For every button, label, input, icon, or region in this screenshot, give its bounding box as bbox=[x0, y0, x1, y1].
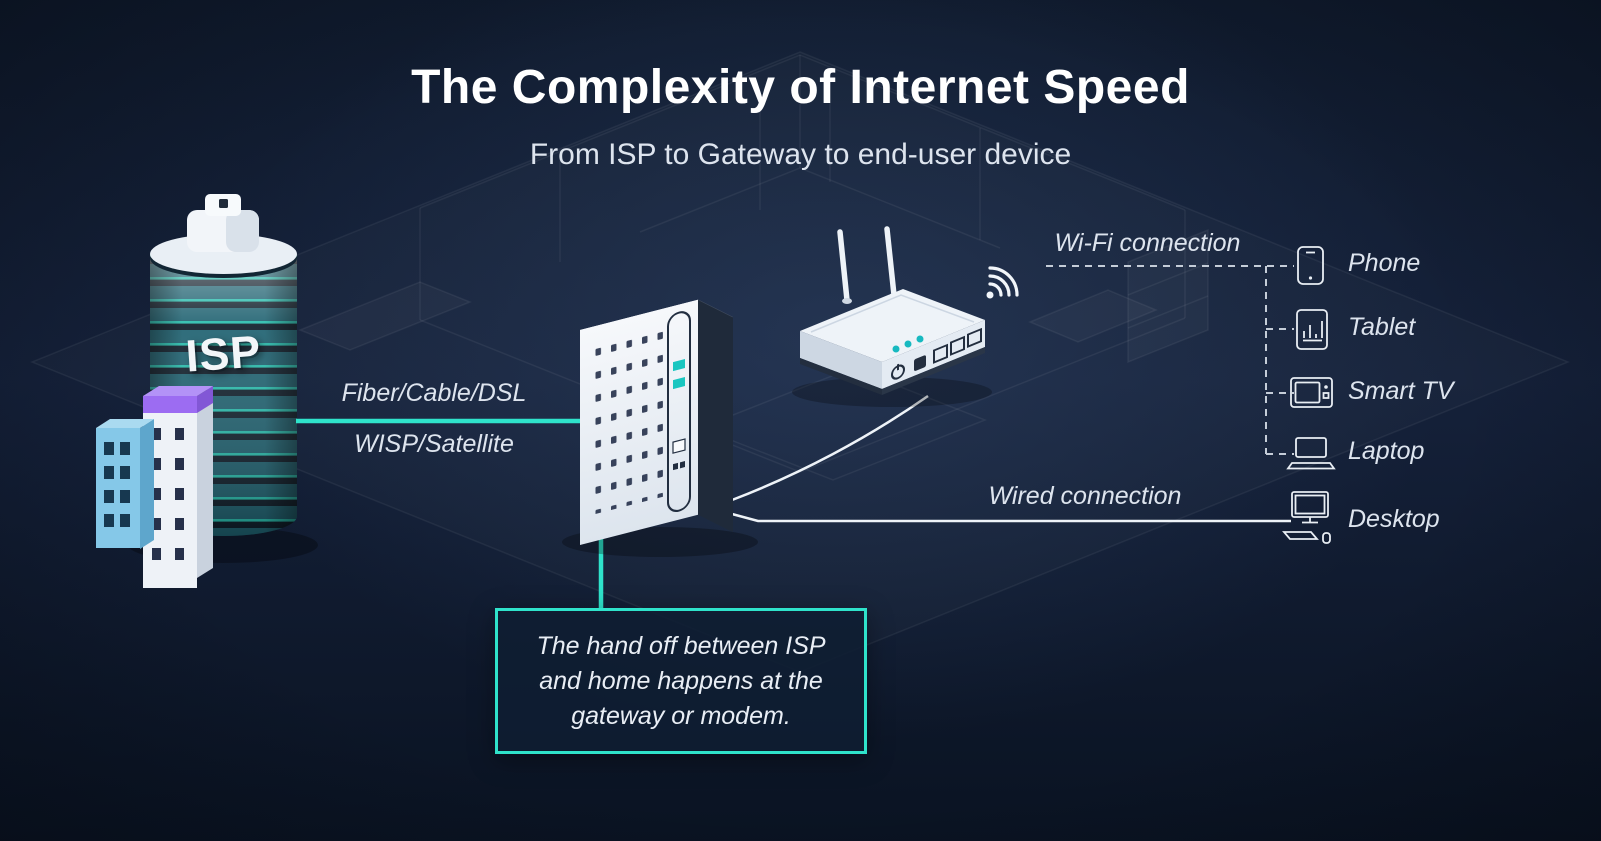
laptop-icon bbox=[1286, 437, 1336, 470]
device-label-desktop: Desktop bbox=[1348, 505, 1440, 533]
wired-connection-label: Wired connection bbox=[988, 482, 1182, 510]
device-label-smart-tv: Smart TV bbox=[1348, 377, 1454, 405]
phone-icon bbox=[1297, 246, 1324, 285]
wifi-router-illustration bbox=[792, 226, 992, 407]
tablet-icon bbox=[1296, 309, 1328, 350]
gateway-callout-text: The hand off between ISP and home happen… bbox=[536, 631, 826, 730]
gateway-callout-box: The hand off between ISP and home happen… bbox=[495, 608, 867, 754]
isp-building-label: ISP bbox=[183, 325, 263, 382]
desktop-icon bbox=[1282, 491, 1331, 544]
router-cable-line bbox=[731, 394, 929, 502]
wired-connection-line bbox=[731, 512, 1291, 523]
gateway-modem-illustration bbox=[562, 299, 758, 557]
page-title: The Complexity of Internet Speed bbox=[411, 61, 1190, 114]
wisp-satellite-label: WISP/Satellite bbox=[354, 430, 514, 458]
smart-tv-icon bbox=[1290, 377, 1333, 408]
wifi-dashed-line bbox=[1046, 265, 1294, 455]
device-label-tablet: Tablet bbox=[1348, 313, 1416, 341]
city-buildings-illustration bbox=[96, 386, 213, 588]
fiber-cable-dsl-label: Fiber/Cable/DSL bbox=[341, 379, 527, 407]
device-label-phone: Phone bbox=[1348, 249, 1421, 277]
wifi-connection-label: Wi-Fi connection bbox=[1054, 229, 1241, 257]
wifi-signal-icon bbox=[986, 266, 1019, 299]
page-subtitle: From ISP to Gateway to end-user device bbox=[529, 138, 1072, 171]
device-label-laptop: Laptop bbox=[1348, 437, 1425, 465]
